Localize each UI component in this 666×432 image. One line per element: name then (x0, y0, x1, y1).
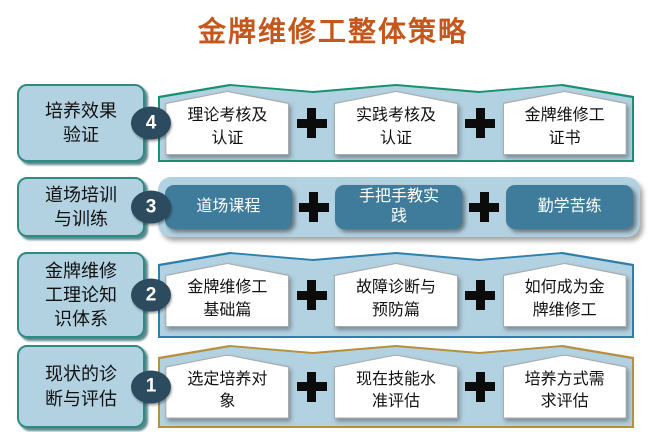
plaque-text: 现在技能水准评估 (355, 370, 436, 410)
stage-2-container: 金牌维修工基础篇 故障诊断与预防篇 如何成为金牌维修工 (158, 252, 634, 338)
plaque-text: 实践考核及认证 (355, 107, 436, 147)
stage-3-items: 道场课程 手把手教实践 勤学苦练 (158, 177, 640, 237)
stage-row-2: 金牌维修工理论知识体系 2 金牌维修工基础篇 故障诊断与预防篇 如何成为金牌维修 (17, 252, 634, 338)
stage-2-label-text: 金牌维修工理论知识体系 (45, 260, 117, 330)
plaque-text: 理论考核及认证 (187, 107, 268, 147)
plus-icon (298, 192, 329, 222)
stage-3-label-text: 道场培训与训练 (45, 184, 117, 229)
stage-row-4: 培养效果验证 4 理论考核及认证 实践考核及认证 金牌维修工证书 (17, 84, 634, 162)
strategy-diagram: 培养效果验证 4 理论考核及认证 实践考核及认证 金牌维修工证书 (0, 84, 666, 428)
stage-4-label: 培养效果验证 (17, 84, 145, 162)
stage-4-container: 理论考核及认证 实践考核及认证 金牌维修工证书 (158, 84, 634, 162)
stage-3-number-badge: 3 (131, 190, 171, 224)
dark-box-text: 勤学苦练 (537, 198, 602, 215)
plaque-text: 培养方式需求评估 (524, 370, 605, 410)
stage-4-number-badge: 4 (131, 106, 171, 140)
plaque-box: 金牌维修工基础篇 (165, 263, 290, 327)
plaque-text: 如何成为金牌维修工 (524, 279, 605, 319)
stage-1-number-badge: 1 (131, 370, 171, 403)
dark-box: 手把手教实践 (335, 185, 463, 229)
dark-box: 道场课程 (164, 185, 292, 229)
plaque-box: 金牌维修工证书 (502, 91, 627, 155)
stage-2-label: 金牌维修工理论知识体系 (17, 252, 145, 338)
plaque-box: 故障诊断与预防篇 (333, 263, 458, 327)
plaque-box: 现在技能水准评估 (333, 354, 458, 419)
stage-3-label: 道场培训与训练 (17, 177, 145, 237)
plaque-text: 故障诊断与预防篇 (355, 279, 436, 319)
plus-icon (465, 280, 496, 310)
plaque-box: 选定培养对象 (165, 354, 290, 419)
plaque-text: 选定培养对象 (187, 370, 268, 410)
plus-icon (296, 371, 327, 402)
plus-icon (465, 108, 496, 138)
stage-1-label: 现状的诊断与评估 (17, 345, 145, 428)
stage-row-1: 现状的诊断与评估 1 选定培养对象 现在技能水准评估 培养方式需求评估 (17, 345, 634, 428)
stage-2-number-badge: 2 (131, 278, 171, 312)
stage-3-container: 道场课程 手把手教实践 勤学苦练 (158, 177, 640, 237)
plaque-box: 培养方式需求评估 (502, 354, 627, 419)
slide: 金牌维修工整体策略 培养效果验证 4 理论考核及认证 实践考核及认证 (0, 10, 666, 432)
page-title: 金牌维修工整体策略 (197, 17, 468, 48)
stage-4-items: 理论考核及认证 实践考核及认证 金牌维修工证书 (158, 84, 634, 162)
dark-box-text: 手把手教实践 (358, 188, 439, 225)
plus-icon (296, 108, 327, 138)
stage-4-label-text: 培养效果验证 (45, 100, 117, 145)
dark-box: 勤学苦练 (506, 185, 634, 229)
dark-box-text: 道场课程 (196, 198, 261, 215)
plaque-text: 金牌维修工基础篇 (187, 279, 268, 319)
stage-1-label-text: 现状的诊断与评估 (45, 364, 117, 409)
plaque-box: 实践考核及认证 (333, 91, 458, 155)
stage-row-3: 道场培训与训练 3 道场课程 手把手教实践 勤学苦练 (17, 177, 640, 237)
plaque-box: 如何成为金牌维修工 (502, 263, 627, 327)
plus-icon (296, 280, 327, 310)
stage-1-items: 选定培养对象 现在技能水准评估 培养方式需求评估 (158, 345, 634, 428)
plaque-box: 理论考核及认证 (165, 91, 290, 155)
plaque-text: 金牌维修工证书 (524, 107, 605, 147)
plus-icon (469, 192, 500, 222)
stage-2-items: 金牌维修工基础篇 故障诊断与预防篇 如何成为金牌维修工 (158, 252, 634, 338)
stage-1-container: 选定培养对象 现在技能水准评估 培养方式需求评估 (158, 345, 634, 428)
plus-icon (465, 371, 496, 402)
